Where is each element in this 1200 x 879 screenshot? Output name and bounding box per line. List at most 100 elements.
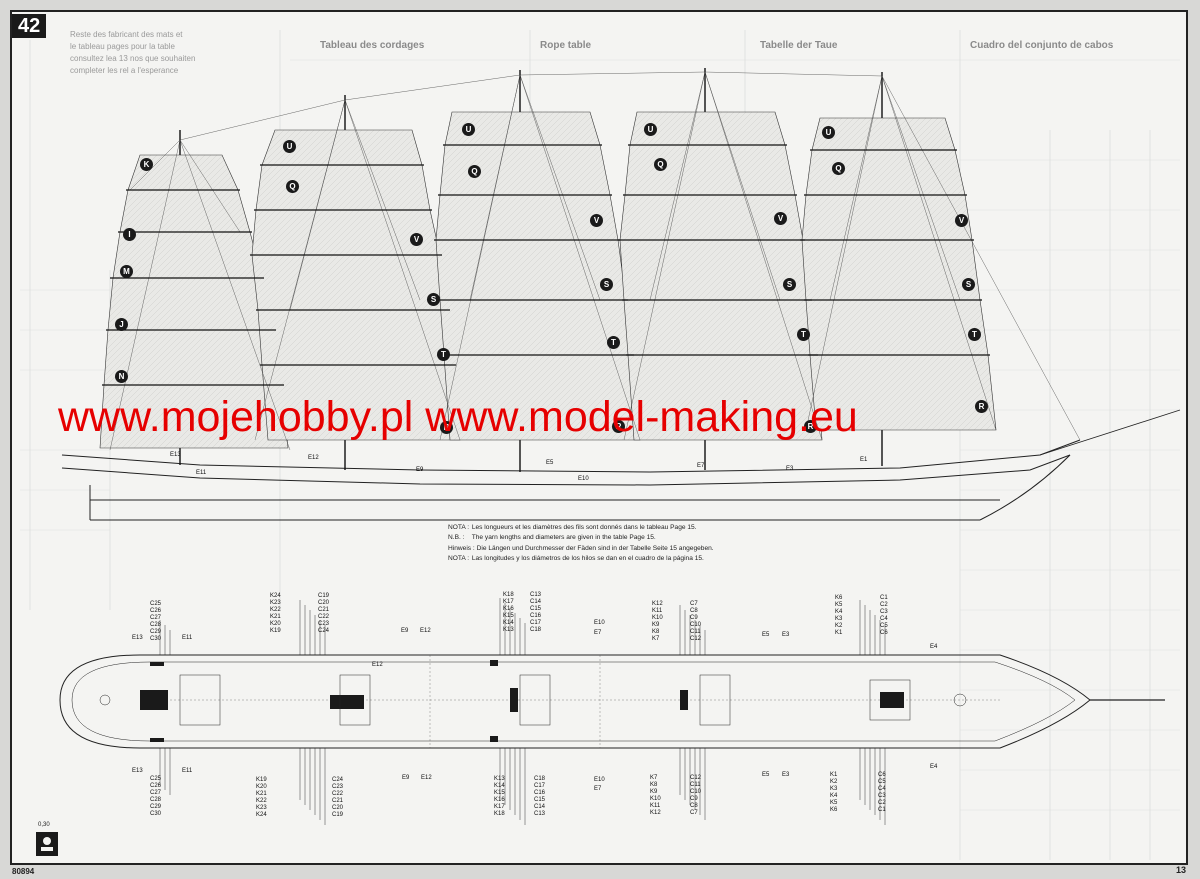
deck-code-group-upper-5-k: K6 K5 K4 K3 K2 K1	[835, 595, 842, 637]
hull-code-label: E13	[170, 452, 181, 458]
deck-code: K12	[652, 601, 663, 607]
deck-code-group-lower-2-k: K19 K20 K21 K22 K23 K24	[256, 777, 267, 819]
deck-code-group-upper-4-k: K12 K11 K10 K9 K8 K7	[652, 601, 663, 643]
sail-label-badge: J	[115, 318, 128, 331]
deck-code: C4	[880, 616, 888, 622]
deck-code: K2	[830, 779, 838, 785]
deck-code: C27	[150, 790, 162, 796]
deck-code: C13	[534, 811, 546, 817]
deck-code: K20	[256, 784, 267, 790]
deck-code: K6	[830, 807, 838, 813]
deck-code: C18	[530, 627, 542, 633]
deck-code: C14	[530, 599, 542, 605]
sail-label-badge: Q	[654, 158, 667, 171]
deck-code: C26	[150, 783, 162, 789]
deck-code: K9	[652, 622, 660, 628]
ghost-heading-fr: Tableau des cordages	[320, 40, 425, 51]
deck-code: E13	[132, 635, 143, 641]
deck-code: E7	[594, 786, 602, 792]
deck-code: K22	[270, 607, 281, 613]
deck-code: E12	[421, 775, 432, 781]
hull-code-label: E10	[578, 476, 589, 482]
deck-code: C20	[332, 805, 344, 811]
deck-code: E3	[782, 772, 790, 778]
ghost-note-line: consultez lea 13 nos que souhaiten	[70, 54, 196, 63]
bollard-icon	[36, 832, 58, 856]
sail-label-badge: R	[612, 420, 625, 433]
deck-code: K17	[494, 804, 505, 810]
sail-label-badge: T	[968, 328, 981, 341]
mast-3-sails	[435, 70, 641, 472]
deck-code: C20	[318, 600, 330, 606]
ghost-heading-en: Rope table	[540, 40, 592, 51]
deck-code: K8	[652, 629, 660, 635]
deck-code: K3	[830, 786, 838, 792]
ghost-heading-es: Cuadro del conjunto de cabos	[970, 40, 1114, 51]
deck-code: C22	[332, 791, 344, 797]
deck-code: K3	[835, 616, 843, 622]
deck-code: C11	[690, 782, 701, 788]
sail-label-badge: R	[804, 420, 817, 433]
deck-code-group-upper-3-k: K18 K17 K16 K15 K14 K13	[503, 592, 514, 634]
ghost-note-line: le tableau pages pour la table	[70, 42, 175, 51]
deck-code: C25	[150, 776, 162, 782]
deck-code: K21	[256, 791, 267, 797]
watermark-text: www.mojehobby.pl www.model-making.eu	[58, 393, 858, 441]
hull-code-label: E12	[308, 455, 319, 461]
deck-code: K21	[270, 614, 281, 620]
sail-label-badge: V	[774, 212, 787, 225]
deck-code: K16	[503, 606, 514, 612]
deck-code: C3	[880, 609, 888, 615]
deck-code: K23	[270, 600, 281, 606]
deck-code: E5	[762, 632, 770, 638]
deck-code-group-lower-3-k: K13 K14 K15 K16 K17 K18	[494, 776, 505, 818]
note-prefix: Hinweis :	[448, 544, 475, 552]
deck-code: C2	[880, 602, 888, 608]
sail-label-badge: T	[797, 328, 810, 341]
deck-code: C1	[880, 595, 888, 601]
deck-code-group-upper-2-c: C19 C20 C21 C22 C23 C24	[318, 593, 329, 635]
sail-label-badge: S	[962, 278, 975, 291]
deck-code: C23	[332, 784, 344, 790]
deck-code: E12	[420, 628, 431, 634]
deck-code: C25	[150, 601, 162, 607]
deck-code: K24	[256, 812, 267, 818]
deck-code: C16	[534, 790, 546, 796]
deck-code: C1	[878, 807, 886, 813]
hull-code-label: E5	[546, 460, 554, 466]
deck-code-group-upper-2-k: K24 K23 K22 K21 K20 K19	[270, 593, 281, 635]
deck-code: K6	[835, 595, 843, 601]
deck-code: K12	[650, 810, 661, 816]
deck-code-group-lower-3-c: C18 C17 C16 C15 C14 C13	[534, 776, 545, 818]
deck-code: K22	[256, 798, 267, 804]
sail-label-badge: R	[975, 400, 988, 413]
note-text: Die Längen und Durchmesser der Fäden sin…	[476, 544, 714, 552]
deck-code: C21	[332, 798, 344, 804]
deck-code: C30	[150, 636, 162, 642]
deck-code: K10	[650, 796, 661, 802]
deck-code: C11	[690, 629, 701, 635]
deck-code: K18	[494, 811, 505, 817]
deck-code-group-lower-5-k: K1 K2 K3 K4 K5 K6	[830, 772, 837, 814]
deck-code: K23	[256, 805, 267, 811]
deck-code: C8	[690, 608, 698, 614]
deck-code: C5	[878, 779, 886, 785]
deck-code: C23	[318, 621, 330, 627]
note-line-en: N.B. : The yarn lengths and diameters ar…	[448, 533, 714, 543]
deck-code: E12	[372, 662, 383, 668]
deck-code: K20	[270, 621, 281, 627]
deck-code: K5	[835, 602, 843, 608]
deck-code: K4	[835, 609, 843, 615]
yard-arms	[102, 144, 990, 386]
deck-code: K14	[494, 783, 505, 789]
deck-code: C14	[534, 804, 546, 810]
hull-code-label: E1	[860, 457, 868, 463]
sail-label-badge: I	[123, 228, 136, 241]
deck-code-group-upper-1: C25 C26 C27 C28 C29 C30	[150, 601, 161, 643]
deck-code: C2	[878, 800, 886, 806]
deck-code: C19	[318, 593, 330, 599]
deck-code: C18	[534, 776, 546, 782]
deck-code: C5	[880, 623, 888, 629]
yarn-note-block: NOTA : Les longueurs et les diamètres de…	[448, 523, 714, 565]
